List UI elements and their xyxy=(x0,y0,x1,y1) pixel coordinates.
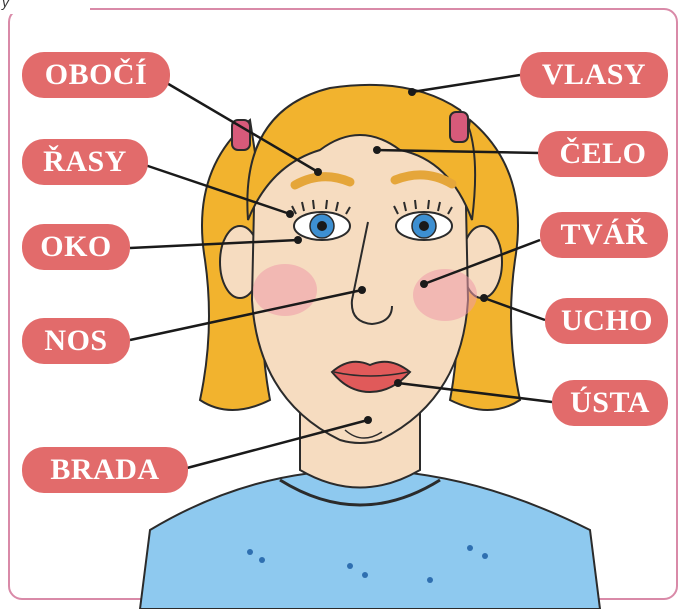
label-rasy: ŘASY xyxy=(22,139,148,185)
label-nos: NOS xyxy=(22,318,130,364)
label-ucho: UCHO xyxy=(545,298,668,344)
leader-vlasy xyxy=(412,75,520,92)
label-vlasy: VLASY xyxy=(520,52,668,98)
label-tvar: TVÁŘ xyxy=(540,212,668,258)
label-oboci: OBOČÍ xyxy=(22,52,170,98)
hair-band-right xyxy=(450,112,468,142)
label-oko: OKO xyxy=(22,224,130,270)
label-brada: BRADA xyxy=(22,447,188,493)
label-celo: ČELO xyxy=(538,131,668,177)
shirt xyxy=(140,470,600,609)
hair-band-left xyxy=(232,120,250,150)
cheek-left xyxy=(253,264,317,316)
label-usta: ÚSTA xyxy=(552,380,668,426)
